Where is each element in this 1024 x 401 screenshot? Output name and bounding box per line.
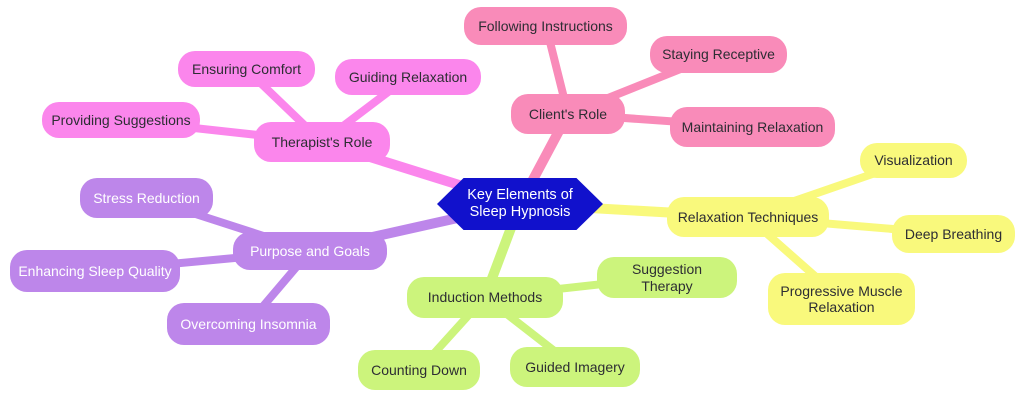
node-stress-reduction: Stress Reduction	[80, 178, 213, 218]
node-staying-receptive: Staying Receptive	[650, 36, 787, 73]
node-relaxation-techniques: Relaxation Techniques	[667, 197, 829, 237]
node-clients-role: Client's Role	[511, 94, 625, 134]
node-purpose-and-goals: Purpose and Goals	[233, 232, 387, 270]
node-providing-suggestions: Providing Suggestions	[42, 102, 200, 138]
node-therapists-role: Therapist's Role	[254, 122, 390, 162]
node-suggestion-therapy: Suggestion Therapy	[597, 257, 737, 298]
node-overcoming-insomnia: Overcoming Insomnia	[167, 303, 330, 345]
node-progressive-muscle-relaxation: Progressive Muscle Relaxation	[768, 273, 915, 325]
node-guided-imagery: Guided Imagery	[510, 347, 640, 387]
node-counting-down: Counting Down	[358, 350, 480, 390]
node-deep-breathing: Deep Breathing	[892, 215, 1015, 253]
node-following-instructions: Following Instructions	[464, 7, 627, 45]
node-visualization: Visualization	[860, 143, 967, 178]
node-maintaining-relaxation: Maintaining Relaxation	[670, 107, 835, 147]
node-enhancing-sleep-quality: Enhancing Sleep Quality	[10, 250, 180, 292]
node-ensuring-comfort: Ensuring Comfort	[178, 51, 315, 87]
node-center-key-elements: Key Elements of Sleep Hypnosis	[437, 178, 603, 230]
node-guiding-relaxation: Guiding Relaxation	[335, 59, 481, 95]
node-induction-methods: Induction Methods	[407, 277, 563, 318]
